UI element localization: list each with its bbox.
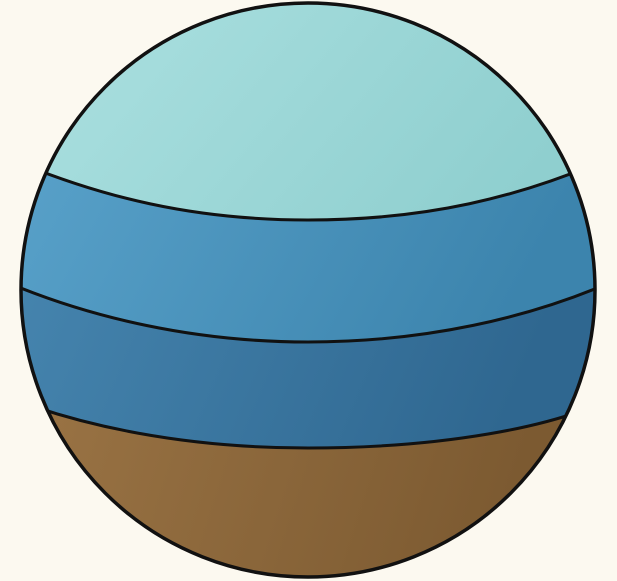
sphere-layer-top [0, 0, 617, 220]
